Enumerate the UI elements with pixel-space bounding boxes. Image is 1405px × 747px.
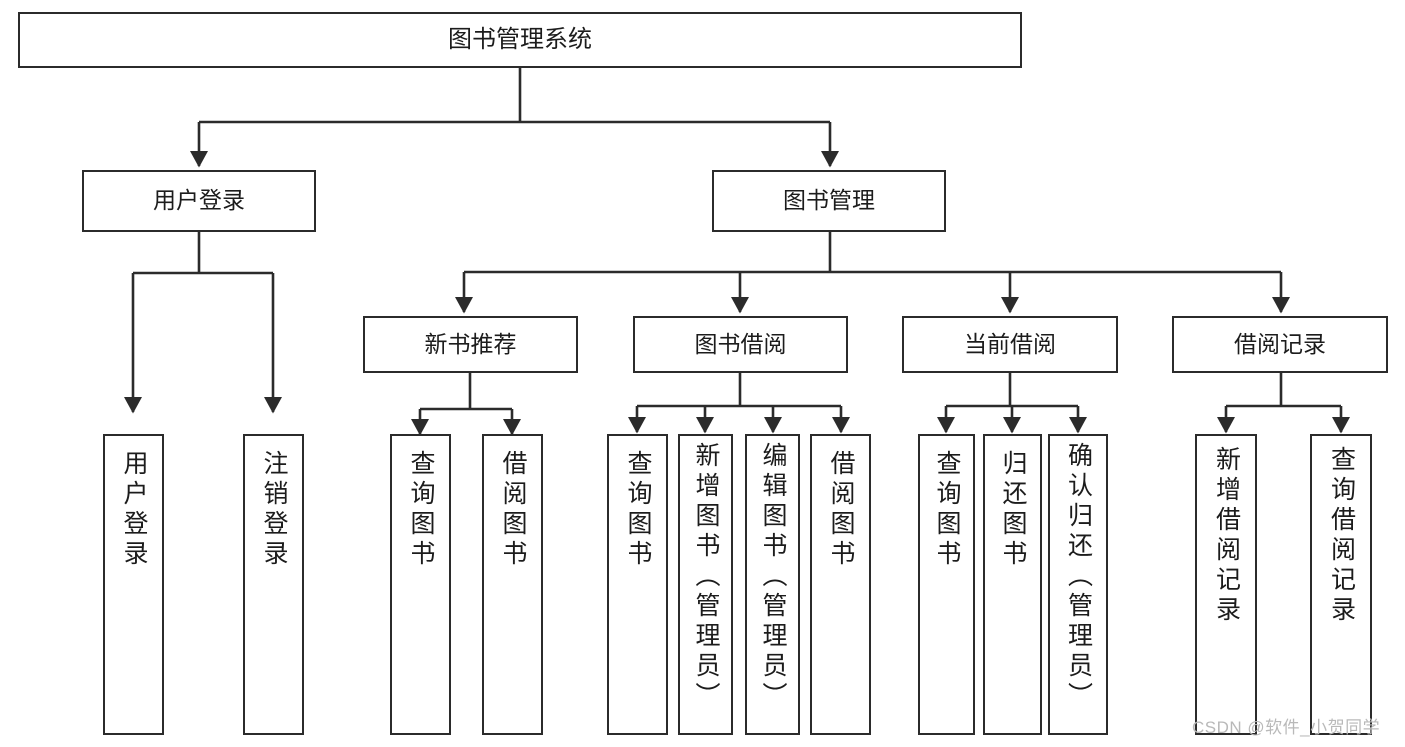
leaf-borrow-record-query-record[interactable]: 查询借阅记录 (1310, 434, 1372, 735)
leaf-borrow-record-add-record[interactable]: 新增借阅记录 (1195, 434, 1257, 735)
node-book-management[interactable]: 图书管理 (712, 170, 946, 232)
csdn-watermark: CSDN @软件_小贺同学 (1192, 718, 1381, 737)
node-label: 图书管理 (783, 187, 875, 214)
node-label: 确认归还（管理员） (1064, 442, 1093, 712)
node-label: 归还图书 (999, 450, 1027, 570)
node-current-borrow[interactable]: 当前借阅 (902, 316, 1118, 373)
leaf-book-borrow-query-book[interactable]: 查询图书 (607, 434, 668, 735)
leaf-user-login[interactable]: 用户登录 (103, 434, 164, 735)
leaf-book-borrow-edit-book-admin[interactable]: 编辑图书（管理员） (745, 434, 800, 735)
node-label: 图书借阅 (694, 330, 787, 357)
node-label: 图书管理系统 (448, 25, 592, 53)
node-label: 借阅记录 (1234, 330, 1326, 357)
node-label: 注销登录 (260, 450, 288, 570)
node-label: 当前借阅 (964, 330, 1056, 357)
leaf-new-book-query-book[interactable]: 查询图书 (390, 434, 451, 735)
node-book-borrow[interactable]: 图书借阅 (633, 316, 848, 373)
node-label: 新书推荐 (424, 330, 517, 357)
leaf-current-borrow-confirm-return-admin[interactable]: 确认归还（管理员） (1048, 434, 1108, 735)
node-root-book-management-system[interactable]: 图书管理系统 (18, 12, 1022, 68)
node-label: 借阅图书 (499, 450, 527, 570)
node-label: 用户登录 (153, 187, 245, 214)
leaf-book-borrow-borrow-book[interactable]: 借阅图书 (810, 434, 871, 735)
node-label: 查询图书 (407, 450, 435, 570)
node-label: 用户登录 (120, 450, 148, 570)
node-label: 编辑图书（管理员） (759, 442, 787, 712)
node-label: 新增图书（管理员） (692, 442, 720, 712)
node-label: 新增借阅记录 (1212, 446, 1241, 626)
leaf-current-borrow-query-book[interactable]: 查询图书 (918, 434, 975, 735)
node-label: 借阅图书 (827, 450, 855, 570)
node-new-book-recommend[interactable]: 新书推荐 (363, 316, 578, 373)
node-label: 查询借阅记录 (1327, 446, 1356, 626)
node-borrow-record[interactable]: 借阅记录 (1172, 316, 1388, 373)
node-label: 查询图书 (624, 450, 652, 570)
leaf-book-borrow-add-book-admin[interactable]: 新增图书（管理员） (678, 434, 733, 735)
node-user-login[interactable]: 用户登录 (82, 170, 316, 232)
leaf-logout-login[interactable]: 注销登录 (243, 434, 304, 735)
leaf-new-book-borrow-book[interactable]: 借阅图书 (482, 434, 543, 735)
node-label: 查询图书 (933, 450, 961, 570)
leaf-current-borrow-return-book[interactable]: 归还图书 (983, 434, 1042, 735)
